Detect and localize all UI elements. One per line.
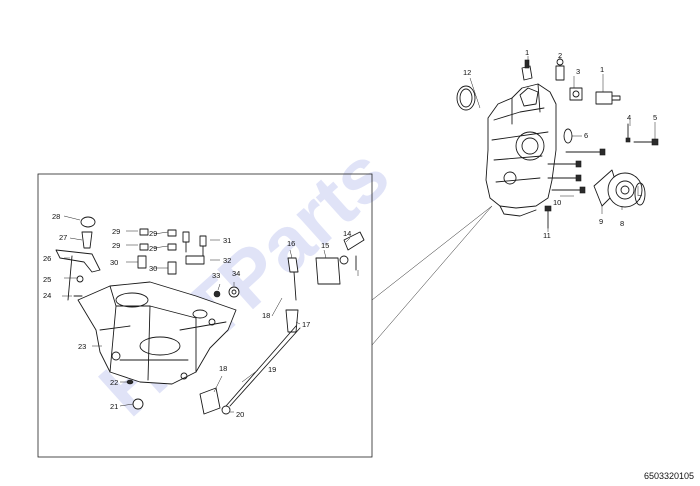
- watermark: HCTParts: [82, 129, 405, 432]
- callout: 19: [268, 365, 276, 374]
- callout: 9: [599, 217, 603, 226]
- callout: 26: [43, 254, 51, 263]
- detail-view-frame: [37, 173, 373, 458]
- callout: 31: [223, 236, 231, 245]
- callout: 3: [576, 67, 580, 76]
- callout: 29: [149, 244, 157, 253]
- diagram-code: 6503320105: [643, 471, 694, 481]
- callout: 33: [212, 271, 220, 280]
- callout: 22: [110, 378, 118, 387]
- callout: 18: [219, 364, 227, 373]
- callout: 16: [287, 239, 295, 248]
- main-assembly: [456, 56, 659, 232]
- callout: 6: [584, 131, 588, 140]
- detail-callouts: 14 15 16 17 18 18 19 20 21 22 23 24 25 2…: [43, 212, 351, 419]
- callout: 21: [110, 402, 118, 411]
- callout: 1: [600, 65, 604, 74]
- callout: 28: [52, 212, 60, 221]
- callout: 17: [302, 320, 310, 329]
- callout: 29: [112, 227, 120, 236]
- callout: 27: [59, 233, 67, 242]
- callout: 14: [343, 229, 351, 238]
- callout: 1: [525, 48, 529, 57]
- callout: 5: [653, 113, 657, 122]
- callout: 10: [553, 198, 561, 207]
- callout: 34: [232, 269, 240, 278]
- projection-line-upper: [371, 205, 493, 301]
- callout: 25: [43, 275, 51, 284]
- callout: 8: [620, 219, 624, 228]
- callout: 11: [543, 231, 551, 240]
- projection-line-lower: [371, 205, 493, 346]
- watermark-text: HCTParts: [82, 129, 405, 432]
- callout: 4: [627, 113, 631, 122]
- callout: 30: [110, 258, 118, 267]
- callout: 12: [463, 68, 471, 77]
- callout: 2: [558, 51, 562, 60]
- callout: 7: [638, 193, 642, 202]
- callout: 23: [78, 342, 86, 351]
- callout: 29: [149, 229, 157, 238]
- callout: 15: [321, 241, 329, 250]
- callout: 24: [43, 291, 51, 300]
- callout: 18: [262, 311, 270, 320]
- detail-assembly: [55, 215, 365, 415]
- callout: 20: [236, 410, 244, 419]
- callout: 32: [223, 256, 231, 265]
- callout: 29: [112, 241, 120, 250]
- main-callouts: 1 2 3 1 4 5 6 7 8 9 10 11 12: [463, 48, 657, 240]
- callout: 30: [149, 264, 157, 273]
